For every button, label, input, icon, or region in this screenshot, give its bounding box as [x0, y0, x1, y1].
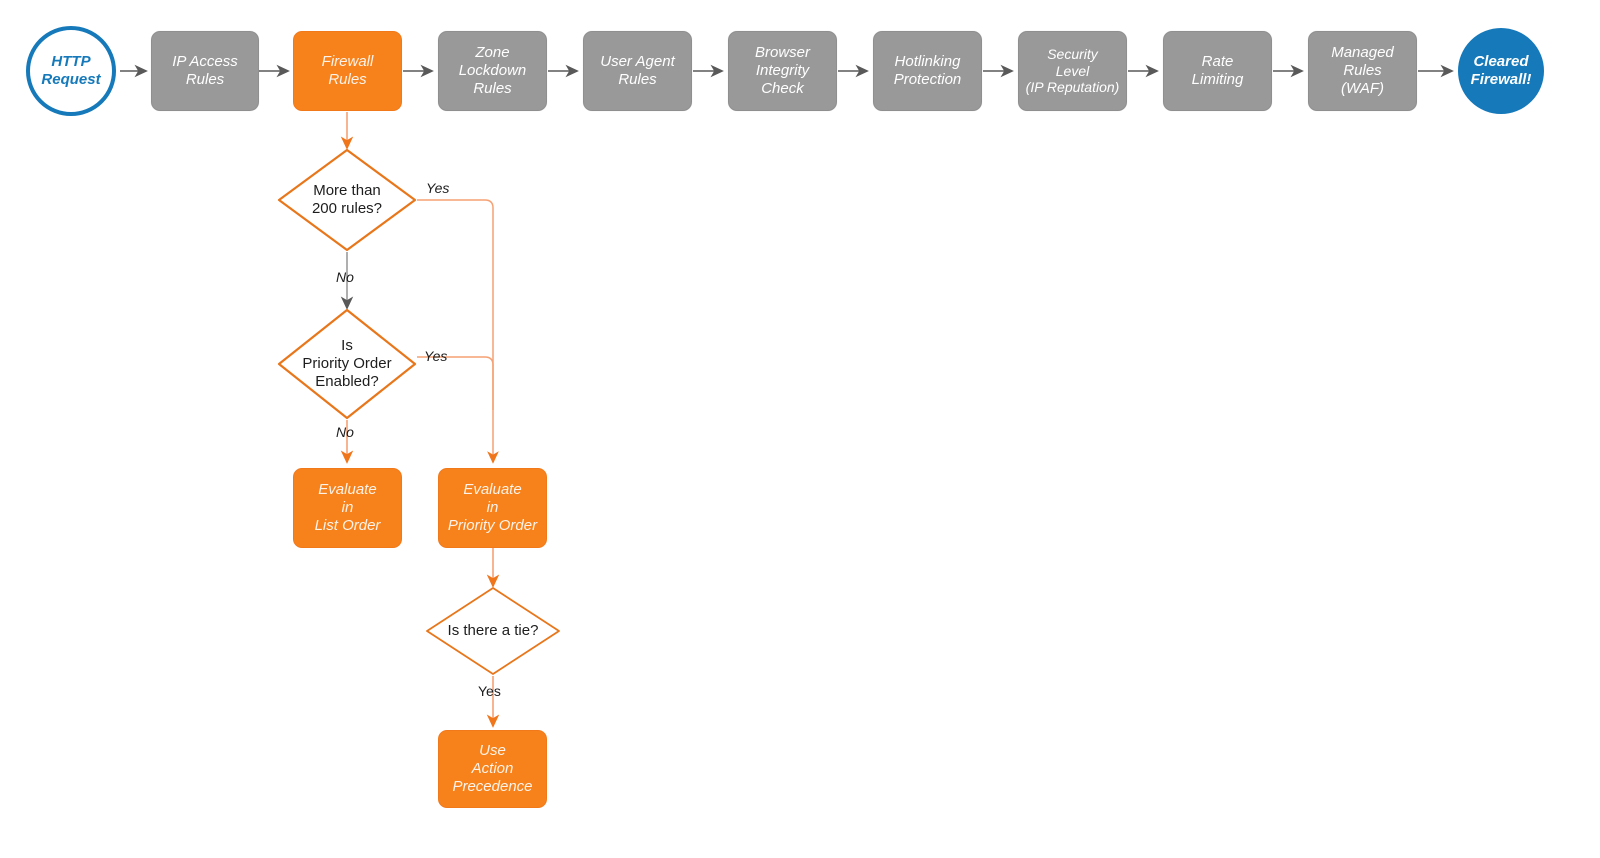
edge-label-yes-200-rules: Yes — [426, 180, 450, 196]
diamond-shape-200-rules — [277, 148, 417, 252]
edge-label-yes-tie: Yes — [478, 683, 501, 699]
diamond-shape-tie — [426, 587, 560, 675]
diamond-shape-priority-order — [277, 308, 417, 420]
edge-label-no-200-rules: No — [336, 269, 354, 285]
decision-is-there-a-tie[interactable]: Is there a tie? — [425, 586, 561, 676]
edge-label-yes-priority-order: Yes — [424, 348, 448, 364]
decision-is-there-a-tie-label: Is there a tie? — [447, 622, 539, 639]
edge-label-no-priority-order: No — [336, 424, 354, 440]
